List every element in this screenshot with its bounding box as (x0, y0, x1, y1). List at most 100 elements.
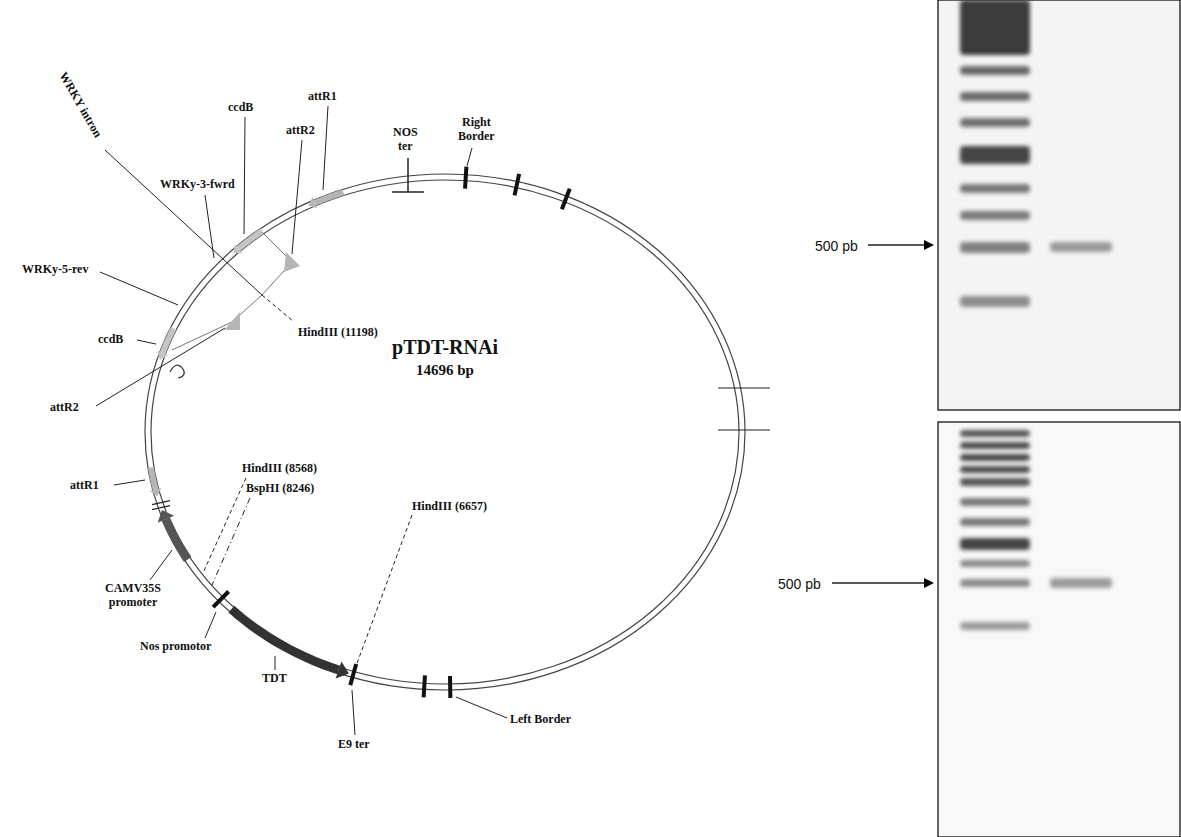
feature-label: ccdB (98, 333, 123, 347)
attr1-arrow-head (308, 197, 317, 208)
ring-mark (152, 501, 170, 505)
gene-label: TDT (262, 672, 287, 686)
primer-label: WRKy-3-fwrd (160, 178, 235, 192)
nos-promoter-tick (213, 591, 228, 607)
sample-band (1050, 578, 1112, 588)
gel-image (938, 422, 1180, 837)
attr1-arrow (151, 467, 156, 489)
e9-ter-tick (350, 664, 356, 685)
feature-label: NOS ter (393, 126, 418, 154)
border-tick (515, 174, 520, 196)
sample-band (1050, 242, 1112, 252)
ccdb-arrow (239, 231, 262, 249)
ladder-band (960, 560, 1030, 567)
gel-bands (960, 0, 1112, 307)
border-tick (562, 189, 570, 210)
tdt-arrow-head (336, 662, 349, 679)
size-marker-label: 500 pb (778, 576, 821, 592)
ring-mark (718, 429, 770, 430)
pointer-head (924, 240, 934, 250)
ladder-band (960, 66, 1030, 75)
promoter-label: Nos promotor (140, 640, 211, 654)
ladder-band (960, 92, 1030, 101)
attr2-arrow (284, 252, 300, 272)
pointer-arrow (832, 582, 926, 583)
pointer-head (924, 578, 934, 588)
border-label: Left Border (510, 713, 571, 727)
leader-line (262, 295, 294, 322)
left-border-tick (448, 676, 452, 698)
ladder-band (960, 622, 1030, 630)
primer-label: WRKy-5-rev (22, 263, 88, 277)
leader-line (275, 656, 276, 670)
leader-line (292, 140, 302, 254)
ladder-band (960, 0, 1030, 55)
promoter-label: CAMV35S promoter (105, 582, 161, 610)
ladder-band (960, 296, 1030, 307)
leader-line (205, 195, 214, 258)
border-tick (424, 675, 425, 697)
feature-label: attR1 (70, 479, 99, 493)
leader-line (205, 612, 216, 638)
leader-line (323, 106, 328, 190)
ladder-band (960, 478, 1030, 486)
leader-line (244, 117, 245, 234)
camv35s-arrow-head (158, 510, 175, 523)
right-border-tick (465, 167, 466, 189)
leader-line (203, 478, 246, 573)
site-label: BspHI (8246) (246, 482, 314, 496)
site-label: HindIII (8568) (242, 462, 317, 476)
terminator-symbol (407, 158, 409, 192)
leader-line (467, 148, 472, 166)
ladder-band (960, 430, 1030, 437)
ladder-band (960, 184, 1030, 193)
terminator-label: E9 ter (338, 738, 370, 752)
ladder-band (960, 498, 1030, 506)
leader-line (352, 690, 355, 735)
ladder-band (960, 442, 1030, 449)
plasmid-ring-inner (151, 180, 739, 684)
gel-image (938, 0, 1180, 410)
plasmid-name: pTDT-RNAi (392, 336, 498, 359)
ladder-band (960, 466, 1030, 473)
ladder-band (960, 211, 1030, 220)
leader-line (96, 328, 225, 406)
ladder-band (960, 118, 1030, 127)
pointer-arrow (868, 244, 926, 245)
leader-line (137, 340, 156, 344)
leader-line (356, 515, 412, 666)
attr1-arrow-head (150, 488, 162, 496)
ladder-band (960, 242, 1030, 253)
leader-line (212, 498, 250, 585)
ccdb-arrow-head (233, 244, 242, 253)
plasmid-size: 14696 bp (416, 362, 474, 379)
site-label: HindIII (11198) (298, 326, 378, 340)
feature-label: attR1 (308, 90, 337, 104)
insert-line (172, 232, 292, 350)
feature-label: WRKY intron (56, 70, 104, 140)
ccdb-arrow-head (157, 351, 168, 360)
ladder-band (960, 146, 1030, 164)
curl-symbol (170, 365, 184, 378)
leader-line (114, 480, 145, 485)
size-marker-label: 500 pb (815, 238, 858, 254)
leader-line (105, 150, 262, 295)
terminator-symbol (392, 191, 424, 193)
feature-label: attR2 (286, 124, 315, 138)
ladder-band (960, 579, 1030, 587)
border-label: Right Border (458, 116, 495, 144)
gel-bands (960, 430, 1112, 630)
leader-line (150, 550, 172, 580)
ring-mark (152, 506, 170, 510)
tdt-arrow (231, 609, 338, 670)
ladder-band (960, 454, 1030, 461)
ladder-band (960, 518, 1030, 526)
attr1-arrow (315, 192, 344, 202)
ladder-band (960, 538, 1030, 550)
leader-line (456, 697, 507, 718)
ring-mark (718, 387, 770, 388)
feature-label: ccdB (228, 101, 253, 115)
plasmid-ring-outer (145, 174, 745, 690)
